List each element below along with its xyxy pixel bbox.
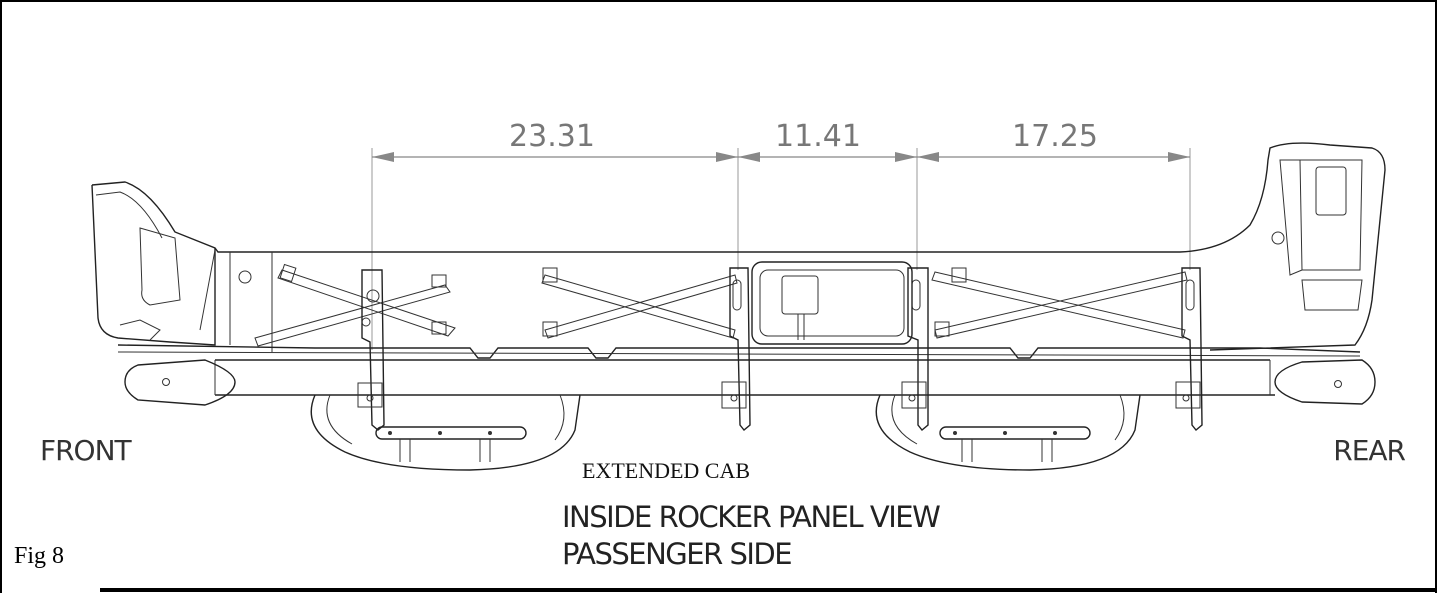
bracket-1 xyxy=(357,269,385,431)
bottom-rule xyxy=(100,588,1437,592)
front-label: FRONT xyxy=(40,434,133,467)
front-pod xyxy=(124,359,236,406)
x-brace-1 xyxy=(254,263,456,347)
dimension-label-2: 11.41 xyxy=(775,119,861,154)
rear-label: REAR xyxy=(1333,434,1405,467)
bracket-2 xyxy=(721,267,751,431)
rear-step xyxy=(875,394,1141,471)
figure-number: Fig 8 xyxy=(14,543,64,569)
caption-line-1: INSIDE ROCKER PANEL VIEW xyxy=(562,500,940,534)
caption-line-2: PASSENGER SIDE xyxy=(562,537,791,571)
front-step xyxy=(310,394,581,471)
x-brace-2 xyxy=(541,267,738,339)
center-access-opening xyxy=(751,261,913,345)
dimension-label-3: 17.25 xyxy=(1012,119,1098,154)
x-brace-3 xyxy=(931,267,1188,339)
dimension-label-1: 23.31 xyxy=(509,119,595,154)
bracket-4 xyxy=(1175,267,1203,431)
rear-pod xyxy=(1274,359,1376,405)
dimension-lines xyxy=(371,148,1191,350)
bracket-3 xyxy=(901,267,929,431)
subtitle-extended-cab: EXTENDED CAB xyxy=(582,458,750,483)
